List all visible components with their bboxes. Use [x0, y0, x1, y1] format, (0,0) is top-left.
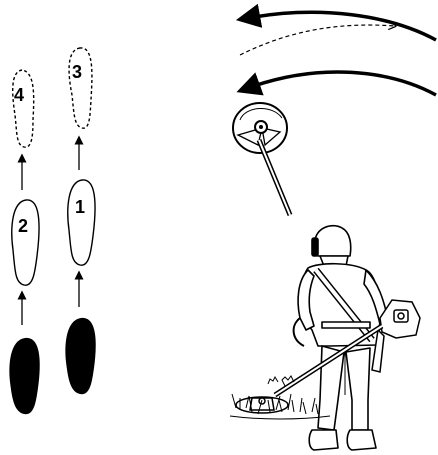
footprint-2-label: 2: [18, 216, 28, 236]
footprint-start-right-icon: [65, 318, 95, 394]
trimmer-head-closeup-icon: [233, 103, 290, 215]
footprint-3-icon: 3: [69, 48, 92, 128]
swing-return-dashed-icon: [240, 25, 395, 55]
footprint-3-label: 3: [72, 62, 82, 82]
footprint-4-label: 4: [14, 85, 24, 105]
footprint-2-icon: 2: [12, 200, 39, 285]
footprints-group: 4 3 2 1: [9, 48, 95, 414]
footprint-1-label: 1: [75, 197, 85, 217]
grass-icon: [230, 376, 330, 419]
swing-arrows: [240, 12, 436, 95]
swing-arrow-bottom-icon: [248, 72, 436, 95]
footprint-4-icon: 4: [13, 70, 34, 147]
footprint-start-left-icon: [9, 338, 39, 414]
operator-icon: [298, 226, 388, 450]
footprint-1-icon: 1: [68, 180, 95, 265]
